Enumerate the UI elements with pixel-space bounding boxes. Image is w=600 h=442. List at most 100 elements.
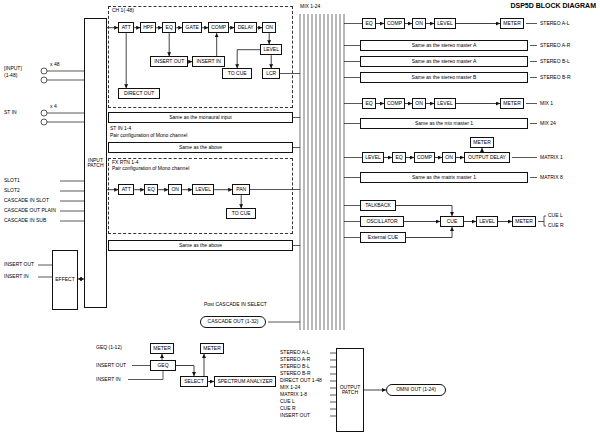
process-box: DIRECT OUT <box>118 88 160 99</box>
signal-label: CUE L <box>548 213 563 219</box>
process-box: COMP <box>414 152 435 163</box>
process-box: METER <box>512 216 536 227</box>
signal-arrow <box>384 157 392 158</box>
signal-arrow <box>406 227 452 238</box>
process-box: METER <box>500 18 524 29</box>
process-box: METER <box>150 343 174 354</box>
signal-arrow <box>376 23 384 24</box>
signal-label: x 4 <box>50 104 57 110</box>
signal-arrow <box>216 33 217 56</box>
signal-label: MIX 24 <box>540 121 556 127</box>
process-box: DELAY <box>234 22 257 33</box>
block-label: ON <box>171 187 179 193</box>
signal-label: INSERT IN <box>4 274 29 280</box>
signal-arrow <box>176 366 194 377</box>
process-box: LEVEL <box>434 18 456 29</box>
connector-group <box>78 24 512 391</box>
input-jack <box>41 68 47 74</box>
input-jacks <box>41 68 47 125</box>
input-jack <box>41 119 47 125</box>
block-label: METER <box>153 346 171 352</box>
process-box: GATE <box>182 22 202 33</box>
signal-label: STEREO A-L <box>540 21 569 27</box>
signal-label: MIX 1 <box>540 101 553 107</box>
block-label: EQ <box>365 101 372 107</box>
signal-label: MATRIX 1 <box>540 155 563 161</box>
block-label: EQ <box>166 25 173 31</box>
signal-arrow <box>269 33 270 44</box>
process-box: PAN <box>232 184 250 195</box>
block-label: EFFECT <box>55 277 74 283</box>
process-box: EQ <box>144 184 158 195</box>
process-box: LCR <box>262 68 280 79</box>
block-label: ATT <box>122 25 131 31</box>
block-label: LEVEL <box>263 47 279 53</box>
block-label: INPUT PATCH <box>85 158 106 169</box>
block-label: METER <box>203 346 221 352</box>
signal-label: Post CASCADE IN SELECT <box>204 302 267 308</box>
process-box: METER <box>500 98 524 109</box>
process-box: OUTPUT DELAY <box>464 152 510 163</box>
process-box: LEVEL <box>434 98 456 109</box>
block-label: ATT <box>122 187 131 193</box>
block-label: ON <box>265 25 273 31</box>
process-box: SPECTRUM ANALYZER <box>214 376 276 387</box>
signal-arrow <box>364 390 386 391</box>
signal-arrow <box>405 103 412 104</box>
signal-arrow <box>134 189 144 190</box>
block-label: METER <box>503 21 521 27</box>
process-box: LEVEL <box>192 184 214 195</box>
block-label: COMP <box>211 25 226 31</box>
signal-label: CASCADE IN SUB <box>4 218 46 224</box>
process-box: LEVEL <box>476 216 498 227</box>
signal-label: CUE R <box>280 406 296 412</box>
section-frame: FX RTN 1-4Pair configuration of Mono cha… <box>108 158 293 234</box>
process-box: EQ <box>362 18 376 29</box>
signal-arrow <box>182 189 192 190</box>
input-jack <box>41 110 47 116</box>
process-box: EFFECT <box>52 250 78 310</box>
signal-label: GEQ (1-12) <box>96 345 122 351</box>
signal-arrow <box>435 157 442 158</box>
block-label: PAN <box>236 187 246 193</box>
block-label: Same as the stereo master B <box>412 75 477 81</box>
same-as-band: Same as the mix master 1 <box>360 118 528 129</box>
signal-label: INSERT OUT <box>280 413 310 419</box>
signal-label: STEREO B-R <box>540 75 571 81</box>
block-label: LEVEL <box>365 155 381 161</box>
block-label: INSERT OUT <box>154 59 184 65</box>
input-jack <box>41 77 47 83</box>
block-label: Same as the above <box>179 145 222 151</box>
signal-arrow <box>426 103 434 104</box>
section-frame: CH 1(-48)ATTHPFEQGATECOMPDELAYONLEVELLCR… <box>108 6 293 108</box>
signal-arrow <box>237 50 260 69</box>
block-label: LEVEL <box>195 187 211 193</box>
process-box: GEQ <box>150 360 176 371</box>
signal-label: STEREO B-L <box>540 59 570 65</box>
process-box: INSERT IN <box>192 56 225 67</box>
signal-label: INSERT IN <box>96 377 121 383</box>
signal-label: STEREO A-L <box>280 350 309 356</box>
bus-taps <box>250 24 362 246</box>
block-label: COMP <box>387 101 402 107</box>
block-label: LEVEL <box>437 21 453 27</box>
process-box: ON <box>442 152 456 163</box>
process-box: EQ <box>162 22 176 33</box>
block-label: Same as the monaural input <box>169 115 232 121</box>
same-as-band: Same as the monaural input <box>108 112 293 123</box>
signal-arrow <box>426 23 434 24</box>
block-label: TO CUE <box>228 71 247 77</box>
block-label: EQ <box>148 187 155 193</box>
process-box: ATT <box>118 184 134 195</box>
block-label: COMP <box>387 21 402 27</box>
signal-label: ST IN <box>4 110 17 116</box>
signal-arrow <box>456 23 500 24</box>
same-as-band: Same as the above <box>108 142 293 153</box>
block-label: GEQ <box>157 363 168 369</box>
patch-block: INPUT PATCH <box>84 18 107 308</box>
block-label: Same as the mix master 1 <box>415 121 473 127</box>
block-label: Same as the above <box>179 243 222 249</box>
section-heading: Pair configuration of Mono channel <box>112 166 189 172</box>
output-port: OMNI OUT (1-24) <box>386 384 446 396</box>
block-label: Same as the matrix master 1 <box>412 175 476 181</box>
